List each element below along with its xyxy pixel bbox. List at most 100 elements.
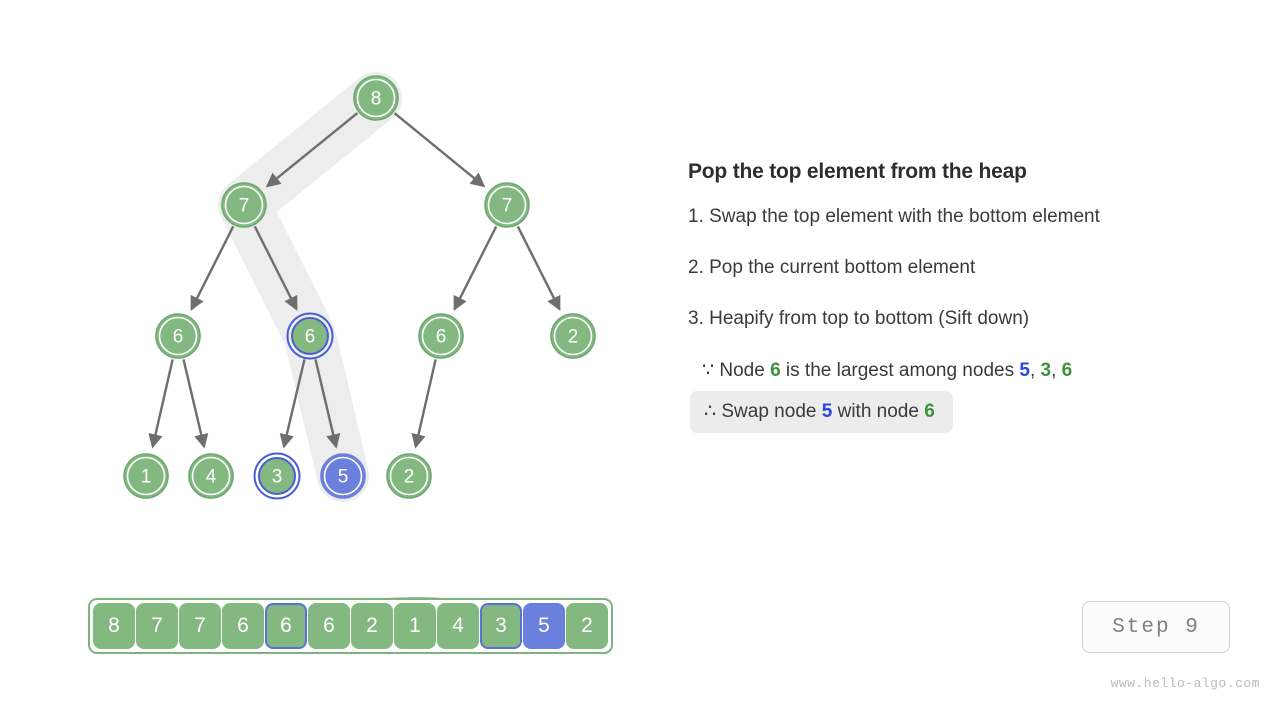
node-inner-ring [323,456,363,496]
tree-node: 1 [123,453,169,499]
tree-node: 4 [188,453,234,499]
node-label: 8 [371,89,382,110]
tree-edge [453,225,498,311]
node-inner-ring [224,185,264,225]
node-body [155,313,201,359]
reason-text-1: is the largest among nodes [780,360,1020,381]
sift-down-highlight-band [218,72,402,502]
step-line-3: 3. Heapify from top to bottom (Sift down… [688,308,1030,329]
reason-value-2: 3 [1040,360,1052,381]
reason-text-3: , [1051,360,1062,381]
node-body [320,453,366,499]
node-body [418,313,464,359]
reason-value-3: 6 [1061,360,1073,381]
tree-edge [148,359,174,449]
node-inner-ring [389,456,429,496]
node-outer-ring [253,452,301,500]
reason-value-0: 6 [770,360,781,381]
node-inner-ring [487,185,527,225]
tree-edges [148,112,561,449]
tree-edge [279,359,306,449]
node-inner-ring [421,316,461,356]
conclusion-value-1: 6 [924,401,935,422]
tree-edge [253,225,298,311]
conclusion-line: ∴ Swap node 5 with node 6 [690,391,953,433]
array-cell: 2 [351,603,393,649]
step-line-2: 2. Pop the current bottom element [688,257,976,278]
tree-edge [265,112,359,188]
step-badge: Step 9 [1082,601,1230,653]
tree-edge [411,359,437,449]
node-label: 6 [173,327,184,348]
tree-edge [190,225,235,311]
node-body [123,453,169,499]
tree-node: 7 [221,182,267,228]
step-line-1: 1. Swap the top element with the bottom … [688,206,1100,227]
conclusion-value-0: 5 [821,401,833,422]
explanation-panel: Pop the top element from the heap 1. Swa… [688,160,1228,433]
node-label: 2 [404,467,415,488]
reason-text-2: , [1029,360,1041,381]
therefore-symbol: ∴ [704,401,717,422]
array-cell: 8 [93,603,135,649]
conclusion-text-1: with node [832,401,925,422]
node-inner-ring [126,456,166,496]
node-body [291,317,329,355]
node-label: 4 [206,467,217,488]
tree-node: 6 [155,313,201,359]
node-outer-ring [286,312,334,360]
node-label: 6 [436,327,447,348]
watermark: www.hello-algo.com [1110,676,1260,691]
tree-edge [393,112,486,188]
page-title: Pop the top element from the heap [688,160,1027,183]
array-cell: 4 [437,603,479,649]
tree-node: 6 [286,312,334,360]
node-label: 3 [272,467,283,488]
reason-value-1: 5 [1019,360,1030,381]
node-inner-ring [356,78,396,118]
node-label: 2 [568,327,579,348]
node-body [550,313,596,359]
node-body [221,182,267,228]
node-label: 5 [338,467,349,488]
node-inner-ring [191,456,231,496]
tree-node: 7 [484,182,530,228]
node-inner-ring [158,316,198,356]
node-label: 6 [305,327,316,348]
array-cell: 1 [394,603,436,649]
array-cell: 7 [136,603,178,649]
node-label: 1 [141,467,152,488]
node-inner-ring [553,316,593,356]
tree-edge [182,359,209,449]
tree-edge [314,359,341,449]
tree-node: 5 [320,453,366,499]
tree-edge [516,225,561,311]
tree-node: 2 [550,313,596,359]
array-cell: 5 [523,603,565,649]
array-cell: 6 [265,603,307,649]
tree-node: 3 [253,452,301,500]
tree-node: 2 [386,453,432,499]
node-body [188,453,234,499]
tree-node: 6 [418,313,464,359]
node-body [484,182,530,228]
node-body [386,453,432,499]
array-cell: 6 [308,603,350,649]
array-cell: 7 [179,603,221,649]
node-body [258,457,296,495]
node-body [353,75,399,121]
node-label: 7 [239,196,250,217]
conclusion-text-0: Swap node [716,401,822,422]
node-label: 7 [502,196,513,217]
highlight-band [218,72,402,502]
reason-line: ∵ Node 6 is the largest among nodes 5, 3… [702,359,1228,382]
array-cell: 6 [222,603,264,649]
tree-node: 8 [353,75,399,121]
tree-nodes: 8 7 7 6 6 6 2 1 4 3 5 2 [123,75,596,500]
reason-text-0: Node [714,360,771,381]
array-cell: 2 [566,603,608,649]
heap-tree: 8 7 7 6 6 6 2 1 4 3 5 2 [123,72,596,502]
